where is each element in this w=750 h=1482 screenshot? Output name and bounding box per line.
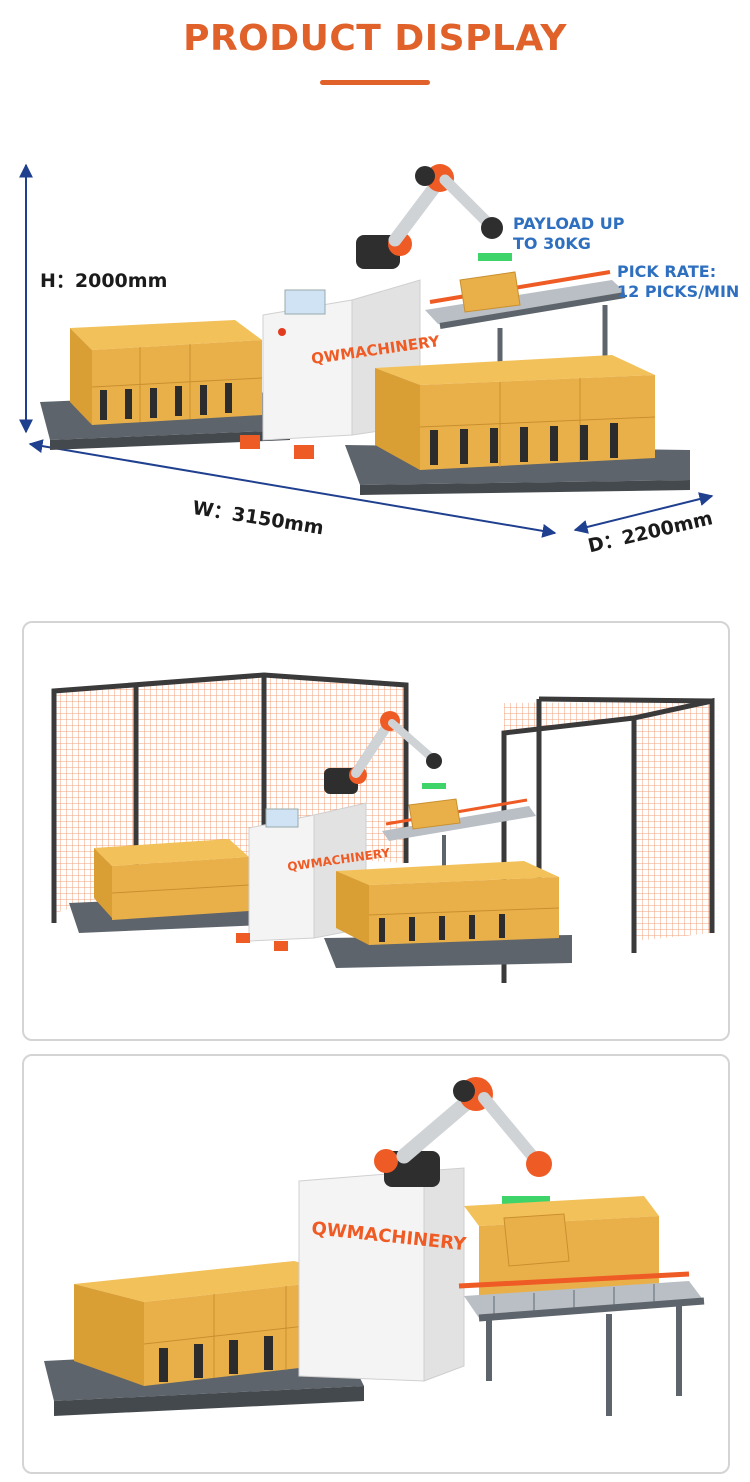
closeup-view-panel: QWMACHINERY xyxy=(22,1054,730,1474)
pick-rate-callout: PICK RATE: 12 PICKS/MIN xyxy=(617,262,739,302)
palletizer-fenced-view: QWMACHINERY xyxy=(51,672,715,983)
pick-rate-line-2: 12 PICKS/MIN xyxy=(617,282,740,301)
palletizer-closeup-view: QWMACHINERY xyxy=(44,1077,705,1416)
payload-line-1: PAYLOAD UP xyxy=(513,214,625,233)
pick-rate-line-1: PICK RATE: xyxy=(617,262,717,281)
dimension-arrows xyxy=(19,163,714,538)
payload-line-2: TO 30KG xyxy=(513,234,591,253)
title-underline xyxy=(320,80,430,85)
payload-callout: PAYLOAD UP TO 30KG xyxy=(513,214,624,254)
palletizer-front-view: QWMACHINERY xyxy=(40,164,690,495)
page-title: PRODUCT DISPLAY xyxy=(183,18,567,59)
fenced-view-panel: QWMACHINERY xyxy=(22,621,730,1041)
height-label: H：2000mm xyxy=(40,270,168,292)
